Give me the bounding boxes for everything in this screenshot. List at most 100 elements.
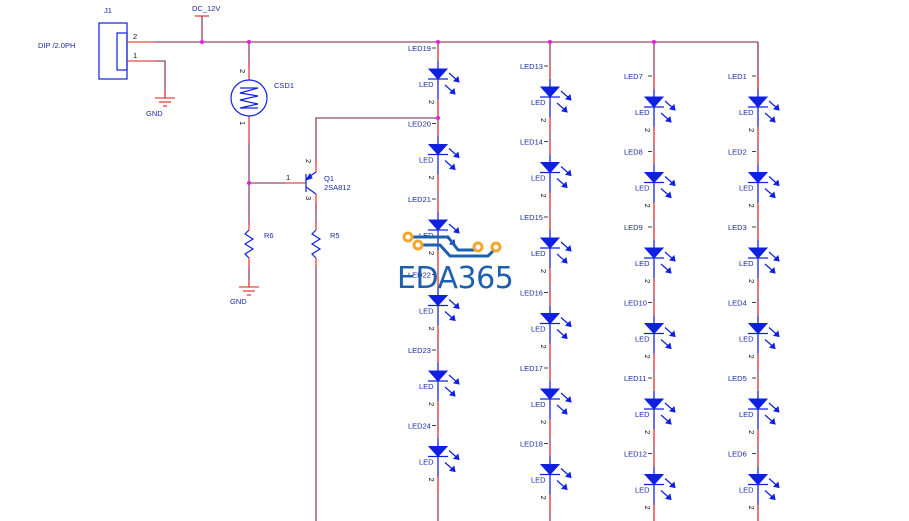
led-pin2-label: 2 (747, 506, 756, 510)
led-value: LED (739, 259, 754, 268)
led-pin2-label: 2 (427, 251, 436, 255)
led-ref: LED17 (520, 364, 543, 373)
led-triangle (643, 172, 665, 184)
led-pin2-label: 2 (643, 506, 652, 510)
led-arrow-head (768, 191, 776, 199)
junctions (200, 40, 656, 185)
led-arrow-head (668, 179, 676, 187)
led-value: LED (739, 108, 754, 117)
led-pin2-label: 2 (643, 204, 652, 208)
led-value: LED (739, 486, 754, 495)
led-arrow-head (564, 471, 572, 479)
transistor-q1[interactable]: 1 2 3 Q1 2SA812 (285, 159, 351, 206)
led-pin2-label: 2 (747, 279, 756, 283)
connector-pin1-label: 1 (133, 51, 137, 60)
led-arrow-head (452, 151, 460, 159)
transistor-pin3-label: 3 (304, 196, 313, 200)
led-pin2-label: 2 (539, 194, 548, 198)
transistor-value: 2SA812 (324, 183, 351, 192)
led-arrow-head (448, 314, 456, 322)
led-pin2-label: 2 (427, 327, 436, 331)
led-ref: LED23 (408, 346, 431, 355)
led-value: LED (419, 80, 434, 89)
led-pin2-label: 2 (539, 118, 548, 122)
led-triangle (427, 144, 449, 156)
led-triangle (539, 464, 561, 476)
led-arrow-head (668, 405, 676, 413)
led-ref: LED8 (624, 148, 643, 157)
led-ref: LED15 (520, 213, 543, 222)
resistor-r5[interactable]: R5 (310, 222, 340, 268)
led-arrow-head (564, 93, 572, 101)
led-ref: LED22 (408, 271, 431, 280)
watermark-trace-2 (418, 243, 498, 258)
ground-symbol-1[interactable]: GND (146, 90, 175, 118)
led-column-3: LED7LED2LED8LED2LED9LED2LED10LED2LED11LE… (624, 42, 676, 521)
junction-dot (247, 181, 251, 185)
led-value: LED (739, 410, 754, 419)
led-triangle (539, 86, 561, 98)
led-arrow-head (772, 103, 780, 111)
led-ref: LED19 (408, 44, 431, 53)
led-arrow-head (564, 244, 572, 252)
led-value: LED (419, 307, 434, 316)
led-pin2-label: 2 (539, 345, 548, 349)
led-pin2-label: 2 (643, 355, 652, 359)
led-arrow-head (768, 417, 776, 425)
led-value: LED (419, 382, 434, 391)
led-ref: LED24 (408, 422, 431, 431)
led-arrow-head (452, 302, 460, 310)
sensor-csd1[interactable]: 2 1 CSD1 (230, 62, 294, 144)
connector-j1[interactable]: 2 1 J1 DIP /2.0PH (38, 6, 155, 80)
led-triangle (747, 96, 769, 108)
transistor-arrow (304, 173, 313, 181)
junction-dot (436, 116, 440, 120)
resistor-r6[interactable]: R6 (243, 222, 274, 268)
led-ref: LED12 (624, 450, 647, 459)
led-arrow-head (448, 389, 456, 397)
led-value: LED (419, 458, 434, 467)
led-pin2-label: 2 (539, 269, 548, 273)
transistor-ref: Q1 (324, 174, 334, 183)
transistor-collector-leg (305, 186, 317, 195)
led-triangle (427, 219, 449, 231)
ground-label: GND (230, 297, 247, 306)
led-arrow-head (560, 181, 568, 189)
resistor-zigzag (310, 229, 322, 259)
led-pin2-label: 2 (747, 430, 756, 434)
power-port-dc12v[interactable]: DC_12V (192, 4, 220, 17)
led-arrow-head (772, 481, 780, 489)
resistor-zigzag (243, 229, 255, 259)
ground-symbol-2[interactable]: GND (230, 280, 259, 306)
led-value: LED (635, 184, 650, 193)
led-triangle (747, 172, 769, 184)
watermark-eda365: EDA365 (397, 231, 514, 296)
led-value: LED (635, 410, 650, 419)
led-arrow-head (768, 493, 776, 501)
led-arrow-head (448, 87, 456, 95)
